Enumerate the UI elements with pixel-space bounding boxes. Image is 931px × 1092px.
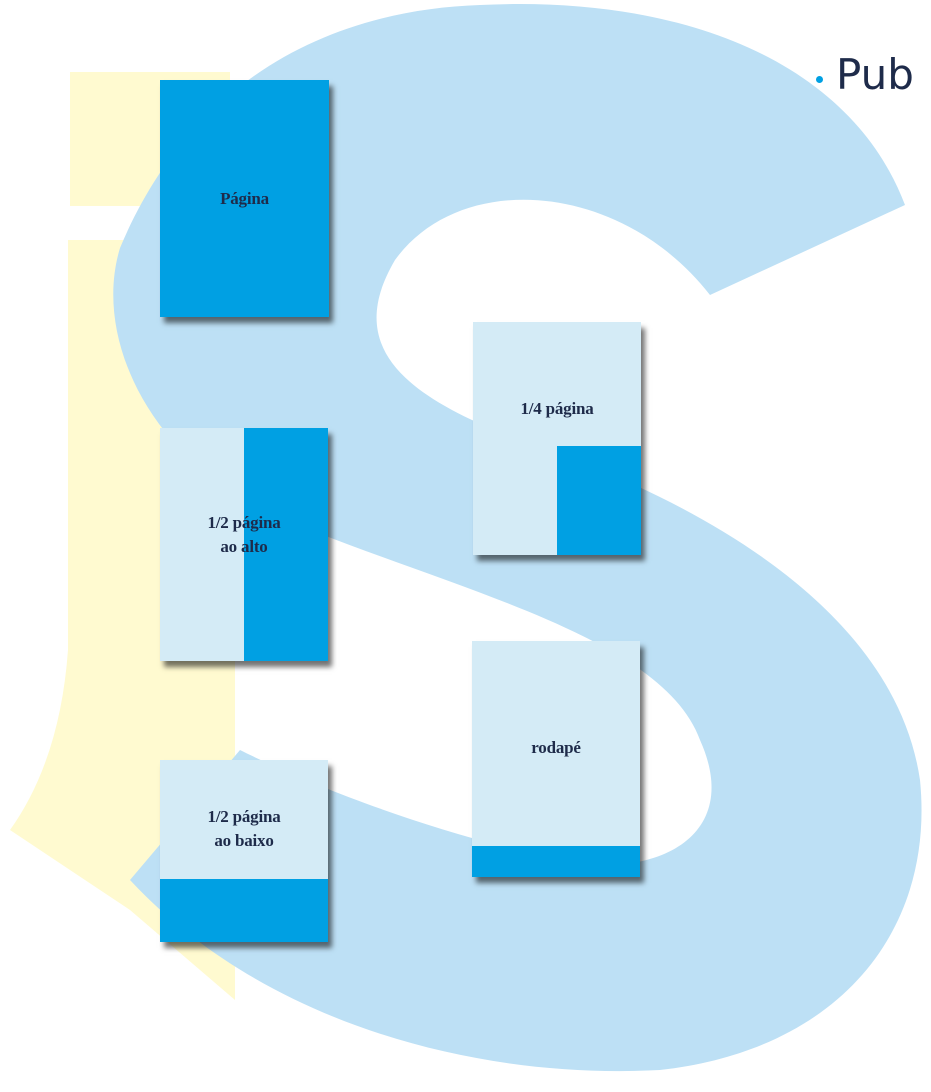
format-label: 1/2 página ao baixo	[207, 807, 281, 850]
half-page-fill	[160, 879, 328, 942]
format-card-meia-pagina-ao-alto: 1/2 página ao alto	[160, 428, 328, 661]
format-card-pagina: Página	[160, 80, 329, 317]
half-page-fill	[244, 428, 328, 661]
quarter-page-fill	[557, 446, 641, 555]
footer-fill	[472, 846, 640, 877]
format-card-quarto-pagina: 1/4 página	[473, 322, 641, 555]
bullet-icon	[816, 76, 823, 83]
section-heading: Pub	[816, 50, 914, 99]
heading-text: Pub	[836, 50, 914, 99]
format-card-meia-pagina-ao-baixo: 1/2 página ao baixo	[160, 760, 328, 942]
format-card-rodape: rodapé	[472, 641, 640, 877]
format-label: rodapé	[531, 738, 581, 757]
format-label: 1/4 página	[520, 399, 594, 418]
format-label: Página	[220, 189, 269, 208]
format-label: 1/2 página ao alto	[207, 513, 281, 556]
